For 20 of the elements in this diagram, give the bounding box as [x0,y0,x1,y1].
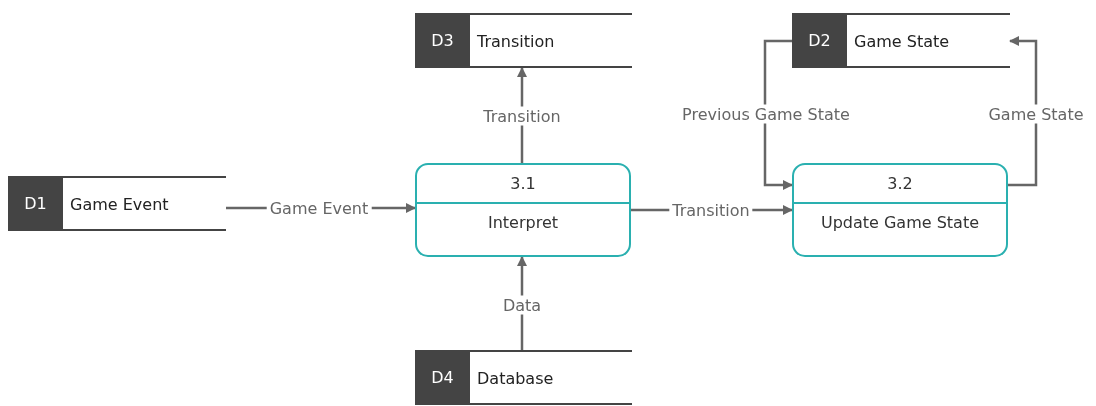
process-number: 3.2 [886,174,914,193]
process-number: 3.1 [509,174,537,193]
process-box [415,163,631,257]
process-name: Update Game State [819,213,981,232]
arrow [1008,36,1038,187]
data-store [8,176,226,231]
store-name: Game State [854,31,950,50]
store-id: D2 [792,13,847,68]
process-box [792,163,1008,257]
store-name: Transition [477,31,555,50]
data-store [415,350,632,405]
store-name: Game Event [70,194,169,213]
store-id: D3 [415,13,470,68]
data-store [792,13,1010,68]
data-store [415,13,632,68]
store-id: D4 [415,350,470,405]
store-name: Database [477,368,554,387]
arrow [763,39,793,190]
process-name: Interpret [486,213,560,232]
store-id: D1 [8,176,63,231]
